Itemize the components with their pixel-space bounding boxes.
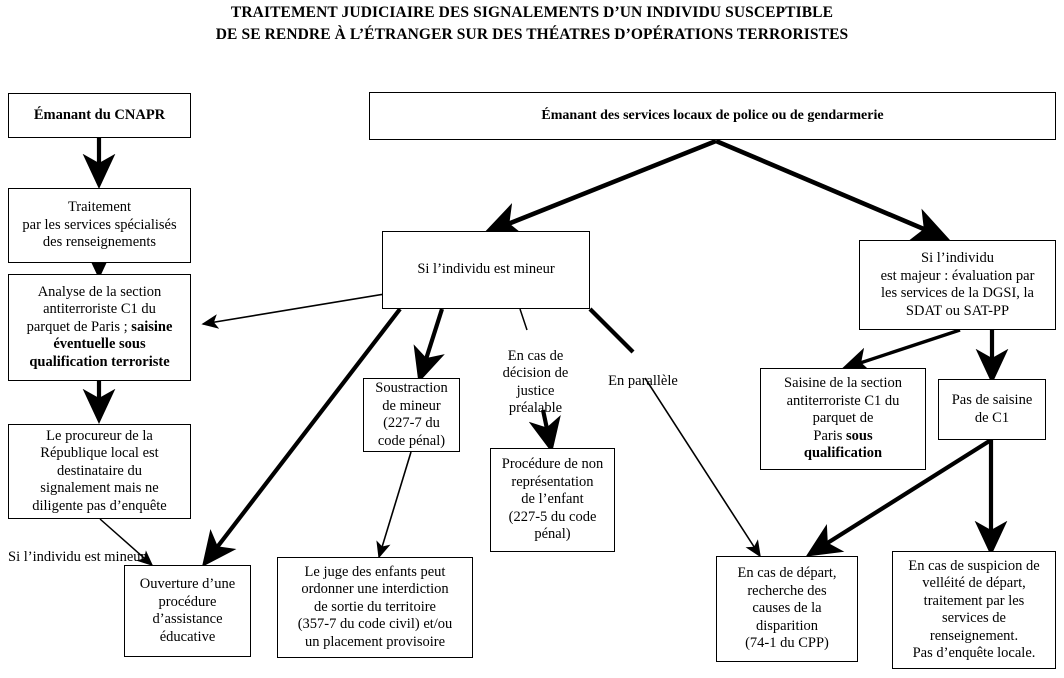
- box-procureur-label: Le procureur de la République local est …: [32, 427, 167, 514]
- label-decision-justice-prealable: En cas de décision de justice préalable: [502, 347, 569, 417]
- edge-services-fan-right: [715, 138, 951, 242]
- box-ouverture-procedure[interactable]: Ouverture d’une procédure d’assistance é…: [124, 565, 251, 657]
- edge-soustraction-to-juge: [376, 451, 412, 559]
- box-analyse-plain: Analyse de la section antiterroriste C1 …: [26, 283, 162, 335]
- box-services-locaux[interactable]: Émanant des services locaux de police ou…: [369, 92, 1056, 140]
- edge-parallele-to-depart: [644, 377, 761, 558]
- edge-mineur-to-analyse: [201, 293, 386, 329]
- box-non-representation[interactable]: Procédure de non représentation de l’enf…: [490, 448, 615, 552]
- box-saisine-c1-bold: sous qualification: [803, 427, 883, 462]
- box-suspicion-velleite[interactable]: En cas de suspicion de velléité de dépar…: [892, 551, 1056, 669]
- box-soustraction-label: Soustraction de mineur (227-7 du code pé…: [375, 380, 448, 449]
- box-mineur-label: Si l’individu est mineur: [417, 261, 555, 278]
- box-en-cas-de-depart[interactable]: En cas de départ, recherche des causes d…: [716, 556, 858, 662]
- box-soustraction-mineur[interactable]: Soustraction de mineur (227-7 du code pé…: [363, 378, 460, 452]
- box-si-individu-mineur[interactable]: Si l’individu est mineur: [382, 231, 590, 309]
- page-title: TRAITEMENT JUDICIAIRE DES SIGNALEMENTS D…: [0, 0, 1064, 46]
- box-traitement-label: Traitement par les services spécialisés …: [22, 199, 177, 251]
- edge-majeur-to-saisine: [841, 328, 961, 373]
- box-juge-enfants[interactable]: Le juge des enfants peut ordonner une in…: [277, 557, 473, 658]
- box-suspicion-label: En cas de suspicion de velléité de dépar…: [908, 557, 1040, 662]
- edge-mineur-to-parallele-label: [588, 307, 635, 354]
- label-en-parallele: En parallèle: [608, 372, 678, 389]
- title-line-2: DE SE RENDRE À L’ÉTRANGER SUR DES THÉATR…: [215, 26, 849, 43]
- box-traitement[interactable]: Traitement par les services spécialisés …: [8, 188, 191, 263]
- title-line-1: TRAITEMENT JUDICIAIRE DES SIGNALEMENTS D…: [230, 4, 834, 21]
- edge-services-fan-left: [482, 138, 717, 237]
- box-procureur[interactable]: Le procureur de la République local est …: [8, 424, 191, 519]
- box-analyse-section[interactable]: Analyse de la section antiterroriste C1 …: [8, 274, 191, 381]
- box-analyse-bold: saisine éventuelle sous qualification te…: [29, 318, 173, 370]
- box-majeur-label: Si l’individu est majeur : évaluation pa…: [880, 250, 1035, 319]
- box-depart-label: En cas de départ, recherche des causes d…: [737, 565, 837, 652]
- box-non-representation-label: Procédure de non représentation de l’enf…: [501, 456, 604, 543]
- box-cnapr-label: Émanant du CNAPR: [33, 106, 166, 123]
- box-ouverture-label: Ouverture d’une procédure d’assistance é…: [139, 576, 236, 645]
- box-saisine-c1-plain: Saisine de la section antiterroriste C1 …: [784, 375, 902, 444]
- box-saisine-c1[interactable]: Saisine de la section antiterroriste C1 …: [760, 368, 926, 470]
- box-juge-enfants-label: Le juge des enfants peut ordonner une in…: [297, 563, 453, 650]
- box-pas-de-saisine[interactable]: Pas de saisine de C1: [938, 379, 1046, 440]
- box-cnapr[interactable]: Émanant du CNAPR: [8, 93, 191, 138]
- box-si-individu-majeur[interactable]: Si l’individu est majeur : évaluation pa…: [859, 240, 1056, 330]
- edge-mineur-to-soustraction: [413, 308, 445, 383]
- box-pas-saisine-label: Pas de saisine de C1: [951, 392, 1033, 426]
- box-services-locaux-label: Émanant des services locaux de police ou…: [541, 108, 884, 124]
- label-si-individu-mineur-left: Si l’individu est mineur: [8, 548, 146, 565]
- edge-mineur-to-decision-label: [519, 308, 528, 331]
